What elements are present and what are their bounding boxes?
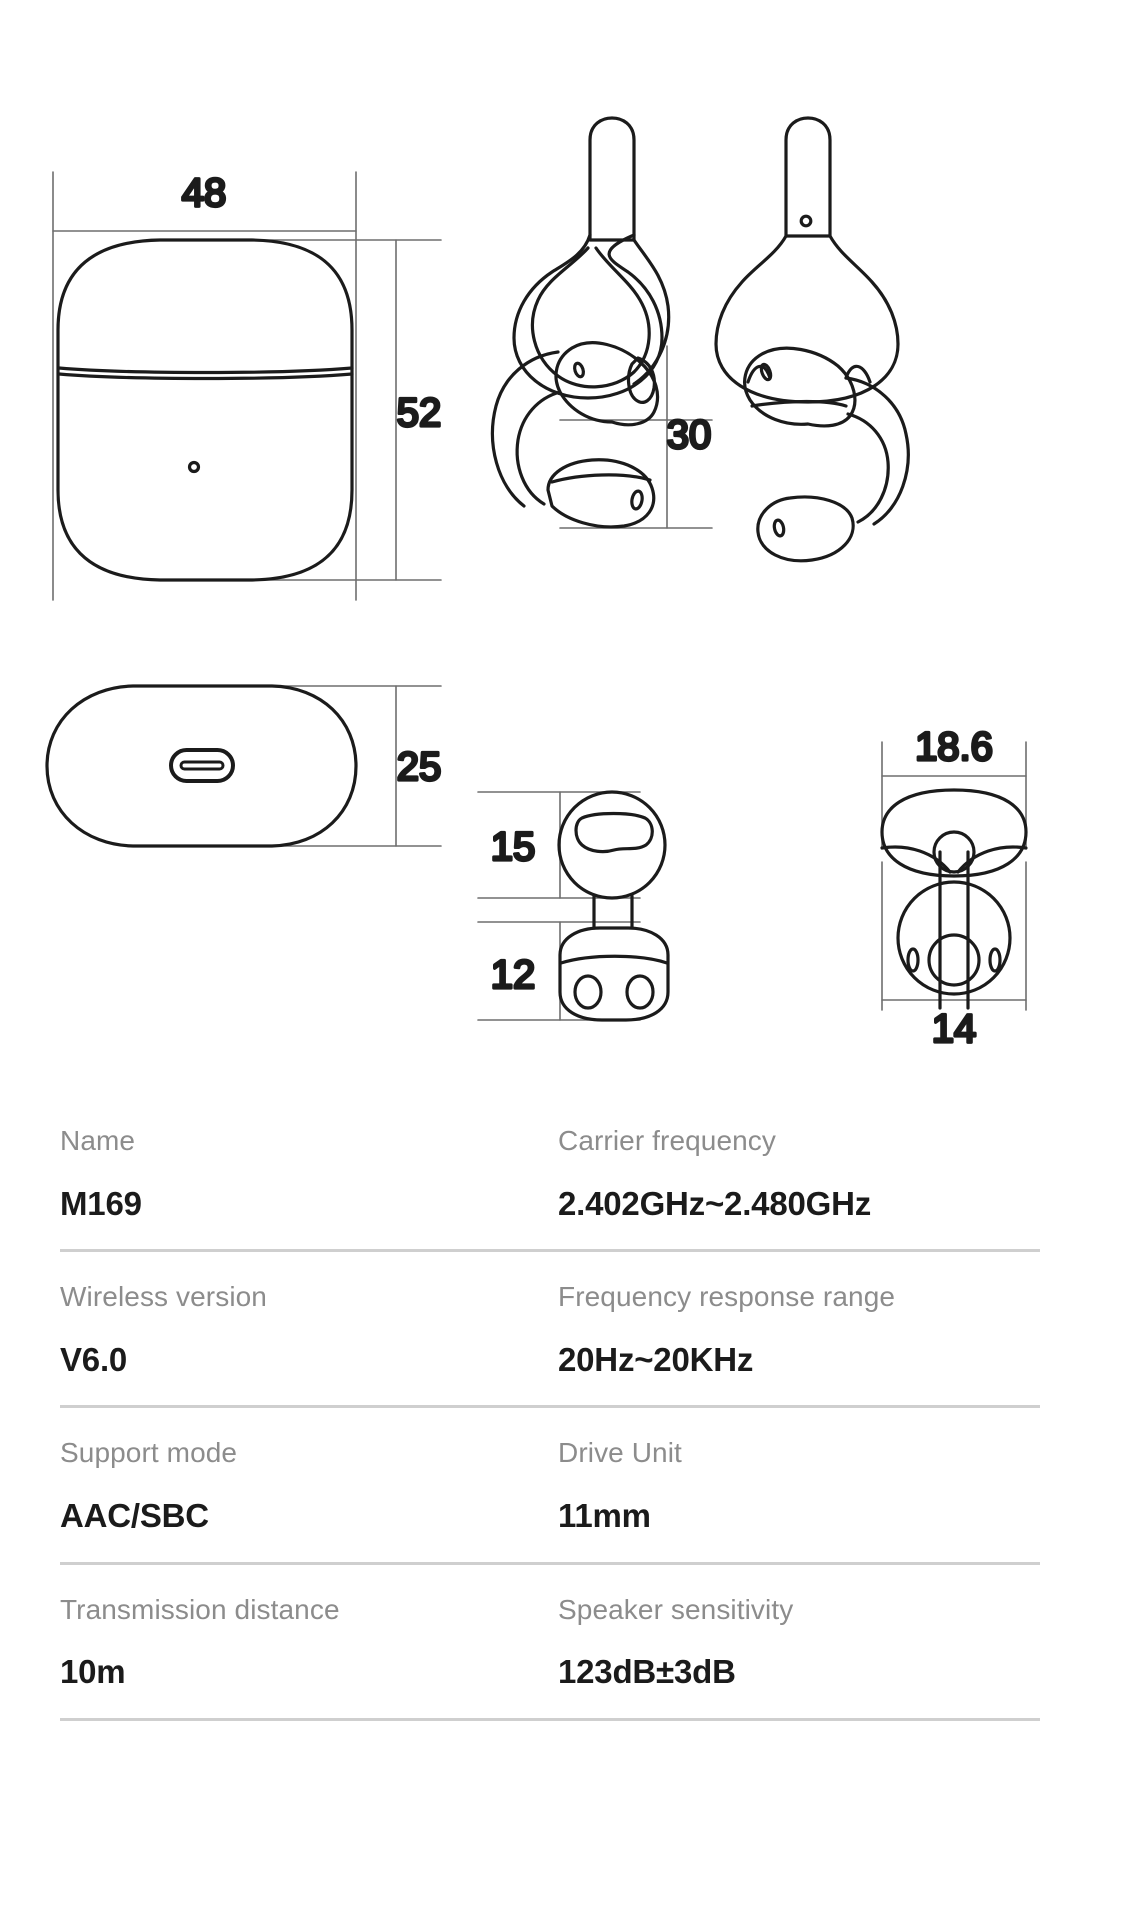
earbud-top-width-dimension: 18.6 xyxy=(915,725,993,769)
spec-value: 20Hz~20KHz xyxy=(558,1340,754,1378)
earbud-top-view: 18.6 14 xyxy=(880,723,1028,1053)
earbud-back-view xyxy=(714,116,900,404)
spec-label: Support mode xyxy=(60,1437,238,1469)
earbud-pair-right-view xyxy=(743,346,910,563)
earbud-pair-left-view: 30 xyxy=(490,341,713,529)
spec-value: V6.0 xyxy=(60,1340,128,1378)
table-row: Name M169 Carrier frequency 2.402GHz~2.4… xyxy=(60,1110,1040,1253)
spec-label: Speaker sensitivity xyxy=(558,1593,794,1625)
spec-value: M169 xyxy=(60,1184,142,1222)
earbud-top-pod-dimension: 15 xyxy=(491,825,536,869)
spec-label: Name xyxy=(60,1125,136,1156)
spec-cell-drive-unit: Drive Unit 11mm xyxy=(550,1436,1040,1535)
earbud-front-view xyxy=(512,116,671,400)
spec-value: 2.402GHz~2.480GHz xyxy=(558,1184,872,1222)
spec-label: Frequency response range xyxy=(558,1281,896,1313)
case-width-dimension: 48 xyxy=(182,171,227,215)
earbud-bottom-pod-dimension: 12 xyxy=(491,953,536,997)
microphone-hole xyxy=(799,214,813,228)
charging-case-bottom-view: 25 xyxy=(45,684,443,848)
table-row: Support mode AAC/SBC Drive Unit 11mm xyxy=(60,1408,1040,1565)
table-row: Transmission distance 10m Speaker sensit… xyxy=(60,1565,1040,1721)
spec-label: Transmission distance xyxy=(60,1593,340,1625)
spec-cell-carrier-frequency: Carrier frequency 2.402GHz~2.480GHz xyxy=(550,1124,1040,1223)
technical-drawings-panel: 48 52 25 xyxy=(45,116,1028,1053)
spec-label: Wireless version xyxy=(60,1281,267,1313)
case-depth-dimension: 25 xyxy=(397,745,442,789)
spec-cell-name: Name M169 xyxy=(60,1124,550,1223)
spec-label: Carrier frequency xyxy=(558,1125,777,1156)
earbud-base-dimension: 14 xyxy=(932,1007,977,1051)
spec-label: Drive Unit xyxy=(558,1437,682,1469)
led-dot xyxy=(187,460,201,474)
spec-cell-frequency-response-range: Frequency response range 20Hz~20KHz xyxy=(550,1280,1040,1379)
specification-table: Name M169 Carrier frequency 2.402GHz~2.4… xyxy=(60,1110,1083,1721)
charging-case-front-view: 48 52 xyxy=(52,169,443,601)
earbud-pair-height-dimension: 30 xyxy=(667,413,712,457)
spec-cell-support-mode: Support mode AAC/SBC xyxy=(60,1436,550,1535)
case-height-dimension: 52 xyxy=(397,391,442,435)
spec-cell-transmission-distance: Transmission distance 10m xyxy=(60,1593,550,1692)
spec-value: 123dB±3dB xyxy=(558,1653,736,1691)
spec-cell-speaker-sensitivity: Speaker sensitivity 123dB±3dB xyxy=(550,1593,1040,1692)
earbud-profile-view: 15 12 xyxy=(477,790,670,1022)
spec-value: 11mm xyxy=(558,1496,651,1534)
spec-value: 10m xyxy=(60,1653,126,1691)
usb-c-port xyxy=(169,748,235,783)
spec-value: AAC/SBC xyxy=(60,1496,209,1534)
spec-cell-wireless-version: Wireless version V6.0 xyxy=(60,1280,550,1379)
table-row: Wireless version V6.0 Frequency response… xyxy=(60,1252,1040,1409)
